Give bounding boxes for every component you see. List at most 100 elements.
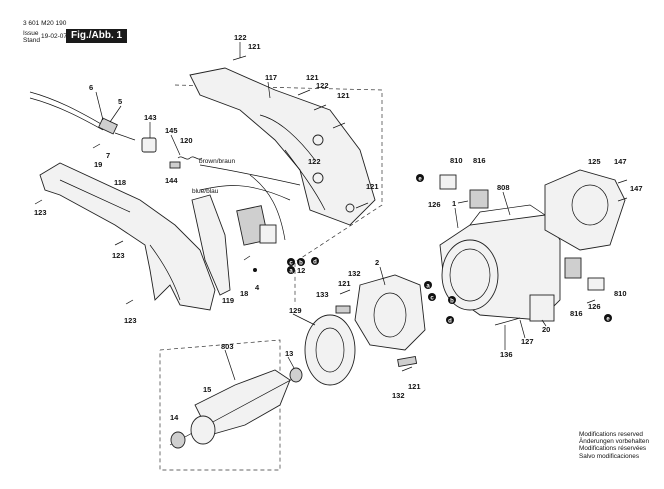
- callout-816a: 816: [473, 156, 486, 165]
- notice-en: Modifications reserved: [579, 431, 643, 438]
- callout-129: 129: [289, 306, 302, 315]
- wire-brown: [199, 164, 301, 186]
- callout-147b: 147: [630, 184, 643, 193]
- callout-123b: 123: [112, 251, 125, 260]
- callout-121c: 121: [337, 91, 350, 100]
- callout-121b: 121: [306, 73, 319, 82]
- rear-handle-118: [39, 162, 216, 311]
- screw-127: [519, 319, 526, 339]
- bracket-133: [335, 305, 351, 314]
- callout-13: 13: [285, 349, 293, 358]
- svg-text:c: c: [430, 296, 434, 302]
- motor-cover-125: [544, 169, 626, 251]
- callout-12: 12: [297, 266, 305, 275]
- brush-holder-816-top: [469, 189, 489, 209]
- capacitor-144: [169, 161, 181, 169]
- connector-c2: c: [428, 293, 436, 302]
- svg-text:a: a: [289, 269, 293, 275]
- svg-text:e: e: [418, 177, 422, 183]
- bracket-132: [397, 355, 418, 368]
- callout-123a: 123: [34, 208, 47, 217]
- armature-group-frame: [159, 339, 281, 471]
- connector-d2: d: [446, 316, 454, 325]
- switch-module: [259, 224, 277, 244]
- svg-text:a: a: [426, 284, 430, 290]
- wire-label-brown: brown/braun: [199, 158, 236, 165]
- part-number: 3 601 M20 190: [23, 20, 67, 27]
- svg-text:e: e: [606, 317, 610, 323]
- callout-19: 19: [94, 160, 102, 169]
- cable-clamp-143: [141, 137, 157, 153]
- callout-20: 20: [542, 325, 550, 334]
- base-plate-20: [529, 294, 555, 322]
- callout-18: 18: [240, 289, 248, 298]
- connector-b2: b: [448, 296, 456, 305]
- handle-group-frame: [174, 84, 383, 305]
- svg-text:b: b: [299, 261, 303, 267]
- callout-118: 118: [114, 178, 126, 187]
- callout-143: 143: [144, 113, 157, 122]
- notice-de: Änderungen vorbehalten: [579, 438, 649, 446]
- callout-132a: 132: [348, 269, 361, 278]
- svg-text:d: d: [448, 319, 452, 325]
- callout-121d: 121: [366, 182, 379, 191]
- callout-816b: 816: [570, 309, 583, 318]
- handle-housing-117: [189, 67, 376, 226]
- callout-803: 803: [221, 342, 234, 351]
- callout-2: 2: [375, 258, 379, 267]
- callout-133: 133: [316, 290, 329, 299]
- callout-136: 136: [500, 350, 513, 359]
- pin-136: [494, 317, 521, 326]
- callout-126a: 126: [428, 200, 441, 209]
- callout-132b: 132: [392, 391, 405, 400]
- callout-119: 119: [222, 296, 234, 305]
- wire-blue: [199, 185, 291, 201]
- modifications-notice: Modifications reserved Änderungen vorbeh…: [579, 431, 649, 460]
- motor-housing-opening: [441, 239, 499, 311]
- callout-810b: 810: [614, 289, 627, 298]
- svg-text:c: c: [289, 261, 293, 267]
- callout-15: 15: [203, 385, 211, 394]
- callout-121e: 121: [338, 279, 351, 288]
- inductor-coil-120: [177, 156, 203, 160]
- connector-e1: e: [416, 174, 424, 183]
- callout-1: 1: [452, 199, 456, 208]
- wire-label-blue: blue/blau: [192, 188, 219, 195]
- callout-121a: 121: [248, 42, 261, 51]
- callout-117: 117: [265, 73, 277, 82]
- fan-wheel: [190, 415, 216, 445]
- stand-label: Stand: [23, 37, 40, 44]
- callout-147a: 147: [614, 157, 627, 166]
- issue-date: 19-02-07: [41, 33, 68, 40]
- connector-a1: a: [287, 266, 295, 275]
- callout-145: 145: [165, 126, 178, 135]
- callout-122c: 122: [308, 157, 321, 166]
- notice-es: Salvo modificaciones: [579, 452, 640, 460]
- notice-fr: Modifications réservées: [579, 445, 647, 453]
- figure-badge: Fig./Abb. 1: [66, 29, 128, 43]
- connector-c1: c: [287, 258, 295, 267]
- callout-7: 7: [106, 151, 110, 160]
- svg-text:d: d: [313, 260, 317, 266]
- power-cable: [29, 91, 104, 126]
- callout-125: 125: [588, 157, 601, 166]
- connector-a2: a: [424, 281, 432, 290]
- connector-b1: b: [297, 258, 305, 267]
- callout-5: 5: [118, 97, 122, 106]
- side-cover-119: [191, 194, 231, 296]
- callout-808: 808: [497, 183, 510, 192]
- callout-122a: 122: [234, 33, 247, 42]
- issue-label: Issue: [23, 30, 39, 37]
- cable-strain-relief: [98, 117, 118, 135]
- callout-14: 14: [170, 413, 179, 422]
- callout-810a: 810: [450, 156, 463, 165]
- callout-144: 144: [165, 176, 178, 185]
- svg-text:b: b: [450, 299, 454, 305]
- ball-bearing-13: [289, 367, 303, 383]
- callout-127: 127: [521, 337, 534, 346]
- callout-4: 4: [255, 283, 260, 292]
- callout-123c: 123: [124, 316, 137, 325]
- callout-122b: 122: [316, 81, 329, 90]
